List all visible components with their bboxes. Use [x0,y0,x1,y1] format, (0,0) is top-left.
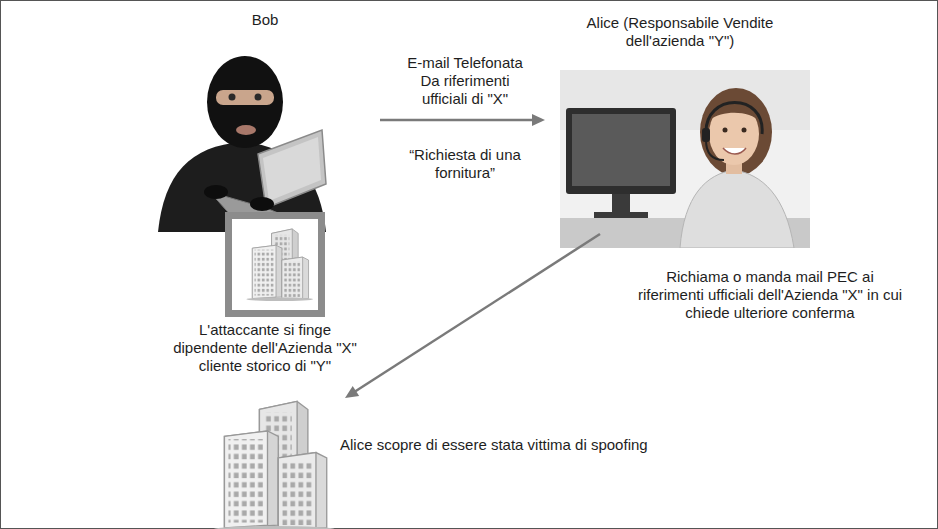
attacker-caption: L'attaccante si finge dipendente dell'Az… [163,321,368,375]
arrow-label: Richiama o manda mail PEC ai riferimenti… [633,268,907,322]
victim-node: Alice (Responsabile Vendite dell'azienda… [545,10,815,234]
company-icon [200,396,335,529]
arrowhead [345,386,359,398]
request-note: “Richiesta di una fornitura” [402,146,528,182]
outcome-text: Alice scopre di essere stata vittima di … [340,436,730,454]
illustration-space [549,50,811,230]
arrow-label: E-mail Telefonata Da riferimenti ufficia… [406,54,524,108]
illustration-space [154,29,376,317]
arrow-line [354,234,600,392]
message-arrow [380,114,545,126]
hacker-illustration [150,32,330,232]
victim-heading: Alice (Responsabile Vendite dell'azienda… [580,14,780,50]
attacker-name: Bob [165,11,365,29]
arrow-line [380,119,534,122]
company-node: Alice scopre di essere stata vittima di … [185,398,745,529]
attacker-node: BobL'attaccante si finge dipendente dell… [150,5,380,379]
arrowhead [532,114,545,126]
company-icon [225,212,325,317]
message-arrow [345,234,600,398]
sales-manager-illustration [560,70,810,248]
